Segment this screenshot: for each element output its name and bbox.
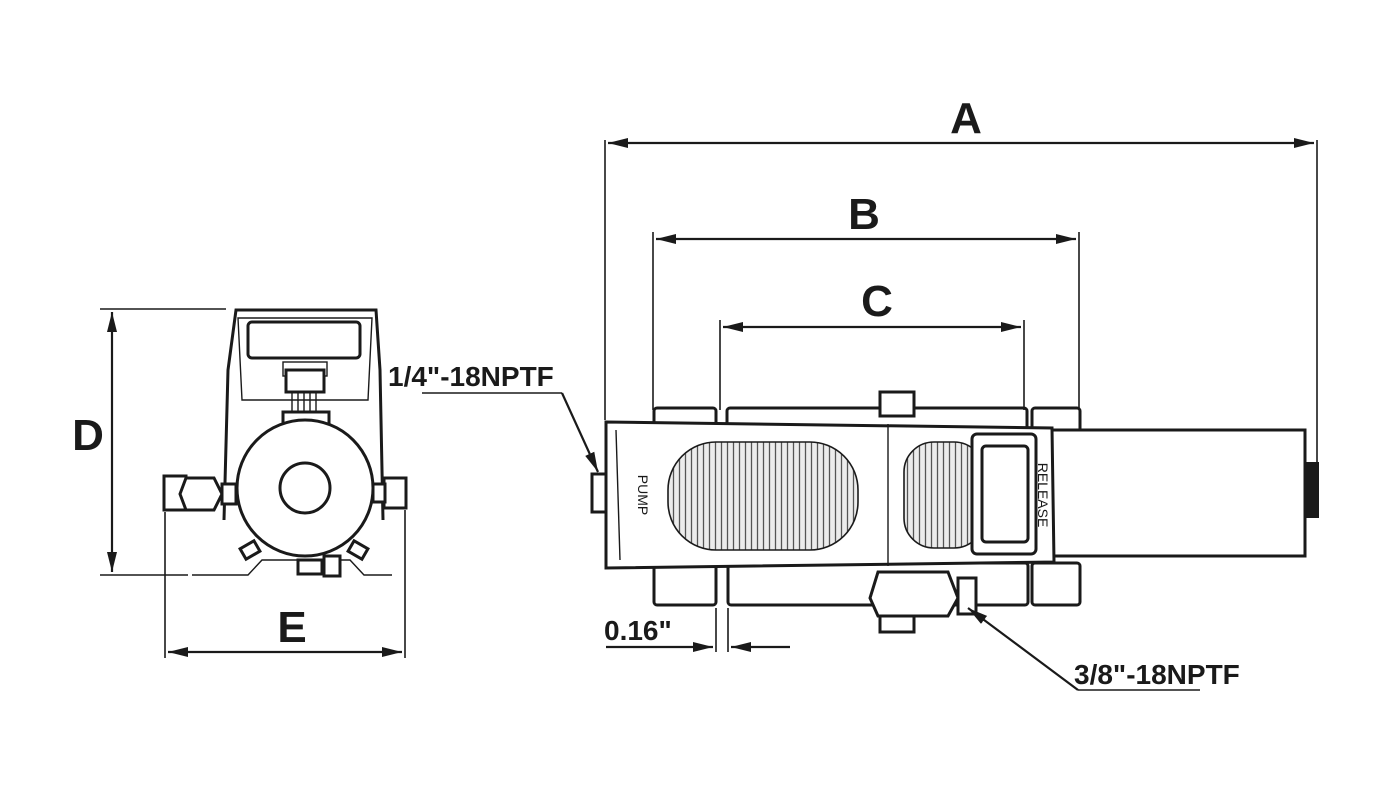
dimension-b: B <box>652 190 1080 410</box>
dimension-c-label: C <box>861 277 893 326</box>
inlet-port-callout: 1/4"-18NPTF <box>388 361 600 473</box>
dimension-d: D <box>72 308 226 576</box>
dimension-offset: 0.16" <box>604 608 790 652</box>
dimension-e: E <box>164 510 406 658</box>
dimension-e-label: E <box>277 603 306 652</box>
dimension-offset-label: 0.16" <box>604 615 672 646</box>
dimension-b-label: B <box>848 190 880 239</box>
dimension-d-label: D <box>72 411 104 460</box>
inlet-port-label: 1/4"-18NPTF <box>388 361 554 392</box>
side-view: PUMP RELEASE <box>590 390 1319 634</box>
dimension-c: C <box>719 277 1025 410</box>
dimension-a-label: A <box>950 94 982 143</box>
release-pedal-label: RELEASE <box>1035 463 1051 528</box>
dimension-a: A <box>604 94 1318 464</box>
outlet-port-callout: 3/8"-18NPTF <box>967 607 1240 691</box>
front-view <box>162 308 408 578</box>
outlet-port-label: 3/8"-18NPTF <box>1074 659 1240 690</box>
pump-pedal-label: PUMP <box>635 475 651 515</box>
